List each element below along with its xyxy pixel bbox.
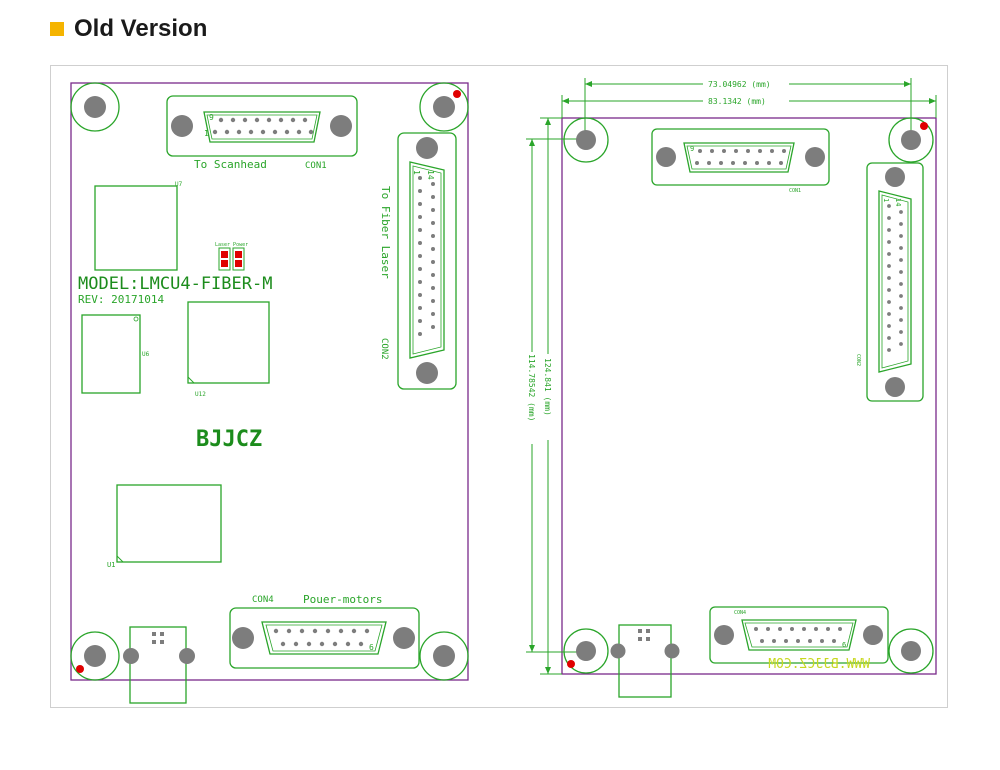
usb-connector — [123, 626, 195, 704]
con4-pin-label: 6 — [369, 643, 374, 652]
section-header: Old Version — [50, 14, 207, 44]
led-indicators: Laser Power — [215, 242, 248, 271]
mounting-hole — [563, 117, 609, 163]
con4-name: CON4 — [734, 610, 746, 616]
con1-label: To Scanhead — [194, 158, 267, 171]
chip-u6 — [81, 314, 141, 394]
left-board-outline — [70, 82, 469, 681]
con2-pin-label: 14 — [894, 198, 902, 206]
rev-label: REV: 20171014 — [78, 293, 164, 306]
chip-u7 — [94, 185, 178, 271]
u1-label: U1 — [107, 561, 115, 569]
mounting-hole — [419, 82, 469, 132]
con1-name: CON1 — [305, 161, 327, 171]
u6-label: U6 — [142, 351, 150, 358]
con1-connector: 9 1 — [166, 95, 358, 157]
chip-u1 — [116, 484, 222, 563]
model-label: MODEL:LMCU4-FIBER-M — [78, 274, 272, 294]
con1-pin-label: 9 — [209, 113, 214, 122]
mounting-hole — [70, 82, 120, 132]
dim-width-outer: 83.1342 (mm) — [708, 97, 766, 106]
con4-pin-label: 6 — [842, 641, 846, 649]
con2-name: CON2 — [379, 338, 389, 360]
mounting-hole — [70, 631, 120, 681]
leds-label: Laser Power — [215, 242, 248, 248]
con4-connector: CON4 6 — [709, 606, 889, 664]
brand-label: BJJCZ — [196, 427, 262, 452]
marker-dot — [76, 665, 84, 673]
watermark-label: WWW.BJJCZ.COM — [768, 657, 870, 672]
con4-name: CON4 — [252, 595, 274, 605]
con2-connector: 1 14 — [397, 132, 457, 390]
con1-pin-label: 9 — [690, 145, 694, 153]
right-board: 73.04962 (mm) 83.1342 (mm) 114.78542 (mm… — [526, 78, 937, 698]
marker-dot — [920, 122, 928, 130]
con2-pin-label: 1 — [882, 198, 890, 202]
dimension-lines — [526, 78, 937, 675]
con2-pin-label: 1 — [412, 170, 421, 175]
con2-label: To Fiber Laser — [379, 186, 392, 279]
usb-connector — [610, 624, 680, 698]
dim-height-inner: 114.78542 (mm) — [527, 354, 536, 421]
marker-dot — [567, 660, 575, 668]
mounting-hole — [419, 631, 469, 681]
con1-name: CON1 — [789, 188, 801, 194]
mounting-hole — [563, 628, 609, 674]
con2-pin-label: 14 — [426, 170, 435, 180]
dim-width-inner: 73.04962 (mm) — [708, 80, 771, 89]
image-frame — [50, 65, 948, 708]
u12-label: U12 — [195, 391, 206, 398]
con1-connector: 9 CON1 — [651, 128, 830, 194]
con2-connector: 1 14 CON2 — [855, 162, 924, 402]
square-bullet-icon — [50, 22, 64, 36]
mounting-hole — [888, 628, 934, 674]
con4-connector: 6 — [229, 607, 420, 669]
mounting-hole — [888, 117, 934, 163]
con4-label: Pouer-motors — [303, 593, 382, 606]
dim-height-outer: 124.841 (mm) — [543, 358, 552, 416]
u7-label: U7 — [175, 181, 183, 188]
chip-u12 — [187, 301, 270, 384]
left-board: 9 1 To Scanhead CON1 1 14 — [70, 82, 469, 704]
con1-pin-label: 1 — [204, 129, 209, 138]
con2-name: CON2 — [855, 354, 861, 366]
right-board-outline — [561, 117, 937, 675]
section-title: Old Version — [74, 15, 208, 42]
marker-dot — [453, 90, 461, 98]
